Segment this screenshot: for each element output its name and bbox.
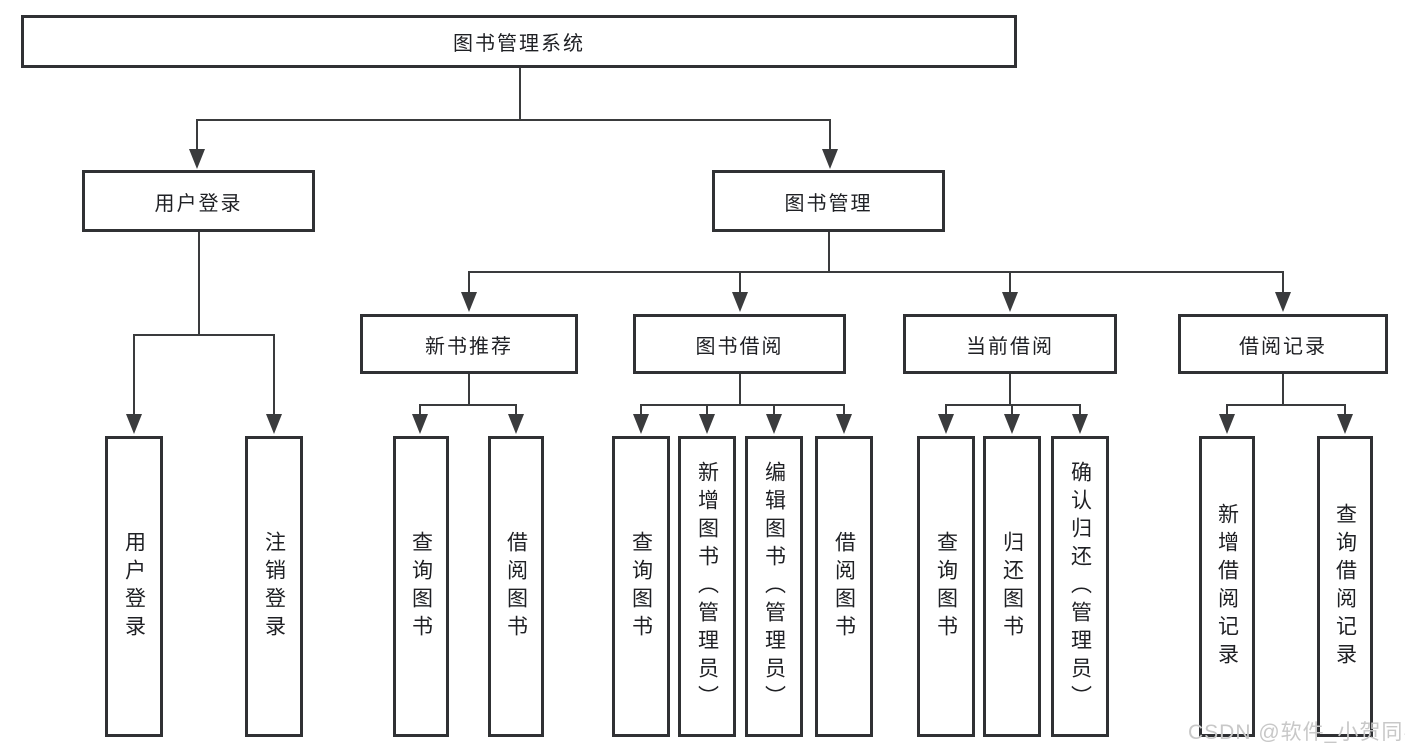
arrowhead-icon [1002,292,1018,312]
leaf-query-borrow-record: 查询借阅记录 [1317,436,1373,737]
arrowhead-icon [1072,414,1088,434]
arrowhead-icon [266,414,282,434]
node-book-borrow: 图书借阅 [633,314,846,374]
arrowhead-icon [836,414,852,434]
leaf-label: 注销登录 [262,530,286,643]
leaf-label: 查询图书 [629,530,653,643]
connector-current-borrow-children [938,374,1088,434]
leaf-label: 借阅图书 [504,530,528,643]
leaf-label: 查询图书 [934,530,958,643]
arrowhead-icon [633,414,649,434]
connector-segment [133,232,275,418]
arrowhead-icon [189,149,205,169]
arrowhead-icon [126,414,142,434]
connector-root-to-level2 [189,68,838,169]
connector-user-login-children [126,232,282,434]
leaf-edit-books-admin: 编辑图书（管理员） [745,436,803,737]
connector-book-borrow-children [633,374,852,434]
arrowhead-icon [461,292,477,312]
leaf-label: 确认归还（管理员） [1068,460,1092,713]
connector-segment [945,374,1081,419]
connector-segment [196,68,831,153]
arrowhead-icon [1219,414,1235,434]
leaf-label: 查询借阅记录 [1333,502,1357,671]
node-borrow-records: 借阅记录 [1178,314,1388,374]
leaf-label: 用户登录 [122,530,146,643]
leaf-confirm-return-admin: 确认归还（管理员） [1051,436,1109,737]
arrowhead-icon [732,292,748,312]
csdn-watermark: CSDN @软件_小贺同学 [1188,721,1405,744]
connector-segment [419,374,517,419]
leaf-add-borrow-record: 新增借阅记录 [1199,436,1255,737]
leaf-label: 查询图书 [409,530,433,643]
leaf-add-books-admin: 新增图书（管理员） [678,436,736,737]
leaf-return-books: 归还图书 [983,436,1041,737]
leaf-borrow-books: 借阅图书 [488,436,544,737]
arrowhead-icon [822,149,838,169]
leaf-label: 新增图书（管理员） [695,460,719,713]
leaf-logout: 注销登录 [245,436,303,737]
leaf-label: 编辑图书（管理员） [762,460,786,713]
connector-book-management-children [461,232,1291,312]
leaf-user-login: 用户登录 [105,436,163,737]
arrowhead-icon [508,414,524,434]
node-book-management: 图书管理 [712,170,945,232]
connector-borrow-records-children [1219,374,1353,434]
connector-new-book-recommend-children [412,374,524,434]
node-current-borrow: 当前借阅 [903,314,1117,374]
leaf-query-books: 查询图书 [612,436,670,737]
arrowhead-icon [699,414,715,434]
node-root: 图书管理系统 [21,15,1017,68]
arrowhead-icon [938,414,954,434]
leaf-label: 新增借阅记录 [1215,502,1239,671]
leaf-borrow-books: 借阅图书 [815,436,873,737]
leaf-label: 归还图书 [1000,530,1024,643]
arrowhead-icon [766,414,782,434]
node-new-book-recommend: 新书推荐 [360,314,578,374]
connector-segment [1226,374,1346,419]
leaf-query-books: 查询图书 [393,436,449,737]
leaf-label: 借阅图书 [832,530,856,643]
connector-segment [640,374,845,419]
arrowhead-icon [1004,414,1020,434]
arrowhead-icon [412,414,428,434]
connector-segment [468,232,1284,297]
arrowhead-icon [1275,292,1291,312]
leaf-query-books: 查询图书 [917,436,975,737]
node-user-login: 用户登录 [82,170,315,232]
arrowhead-icon [1337,414,1353,434]
